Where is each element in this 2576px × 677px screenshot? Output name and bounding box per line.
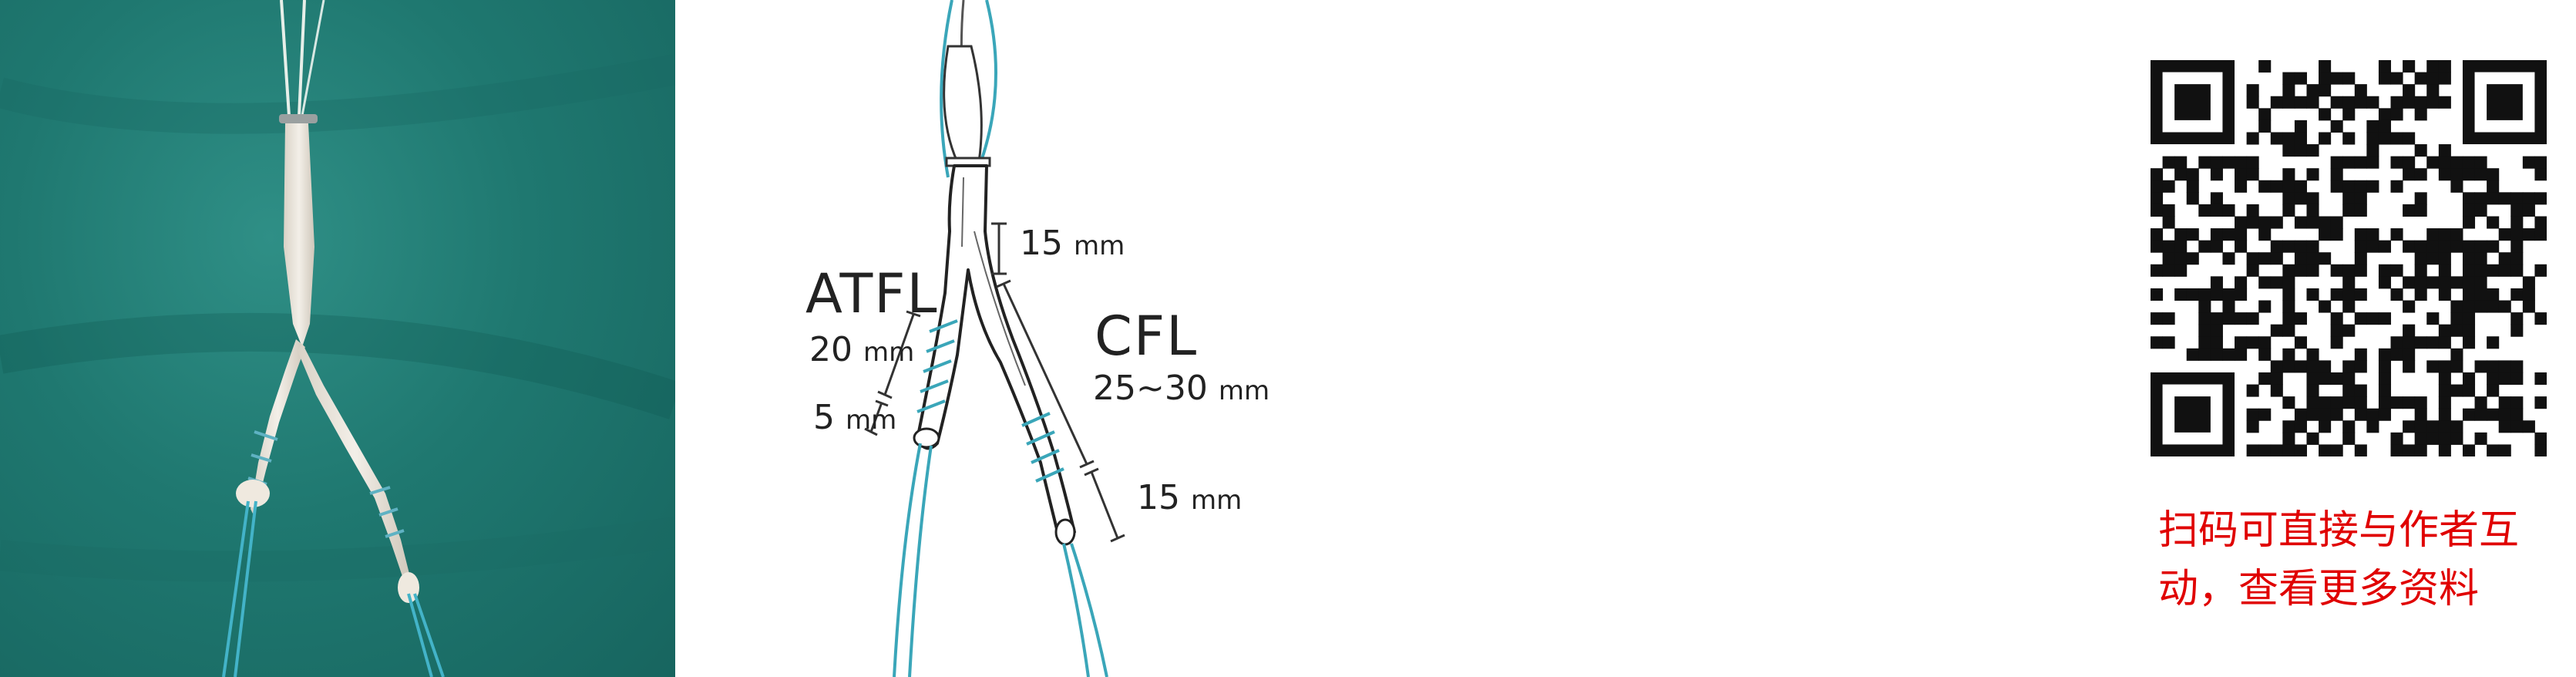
atfl-label: ATFL <box>805 262 939 325</box>
top-length-unit: mm <box>1074 231 1125 261</box>
cfl-length-unit: mm <box>1218 376 1270 406</box>
qr-code-pattern <box>2151 60 2547 456</box>
qr-caption-line-1: 扫码可直接与作者互 <box>2158 507 2520 554</box>
top-length-label: 15 mm <box>1020 224 1125 263</box>
cfl-length-label: 25~30 mm <box>1093 369 1270 408</box>
graft-diagram: 15 mm ATFL 20 mm 5 mm CFL 25~30 mm 15 mm <box>755 0 1357 677</box>
cfl-end-unit: mm <box>1191 485 1243 516</box>
qr-code[interactable] <box>2151 60 2547 456</box>
atfl-length-unit: mm <box>863 337 915 368</box>
atfl-length-label: 20 mm <box>809 330 914 369</box>
atfl-end-value: 5 <box>813 398 835 437</box>
graft-photo-illustration <box>0 0 675 677</box>
qr-caption-line-2: 动，查看更多资料 <box>2158 566 2480 612</box>
cfl-end-label: 15 mm <box>1137 478 1242 517</box>
graft-diagram-drawing <box>864 0 1125 677</box>
atfl-end-label: 5 mm <box>813 398 896 437</box>
cfl-end-value: 15 <box>1137 478 1180 517</box>
qr-caption: 扫码可直接与作者互 动，查看更多资料 <box>2158 501 2559 618</box>
cfl-length-value: 25~30 <box>1093 369 1208 408</box>
top-length-value: 15 <box>1020 224 1063 263</box>
graft-photo <box>0 0 675 677</box>
cfl-label: CFL <box>1095 305 1199 368</box>
atfl-length-value: 20 <box>809 330 853 369</box>
atfl-end-unit: mm <box>846 405 897 436</box>
